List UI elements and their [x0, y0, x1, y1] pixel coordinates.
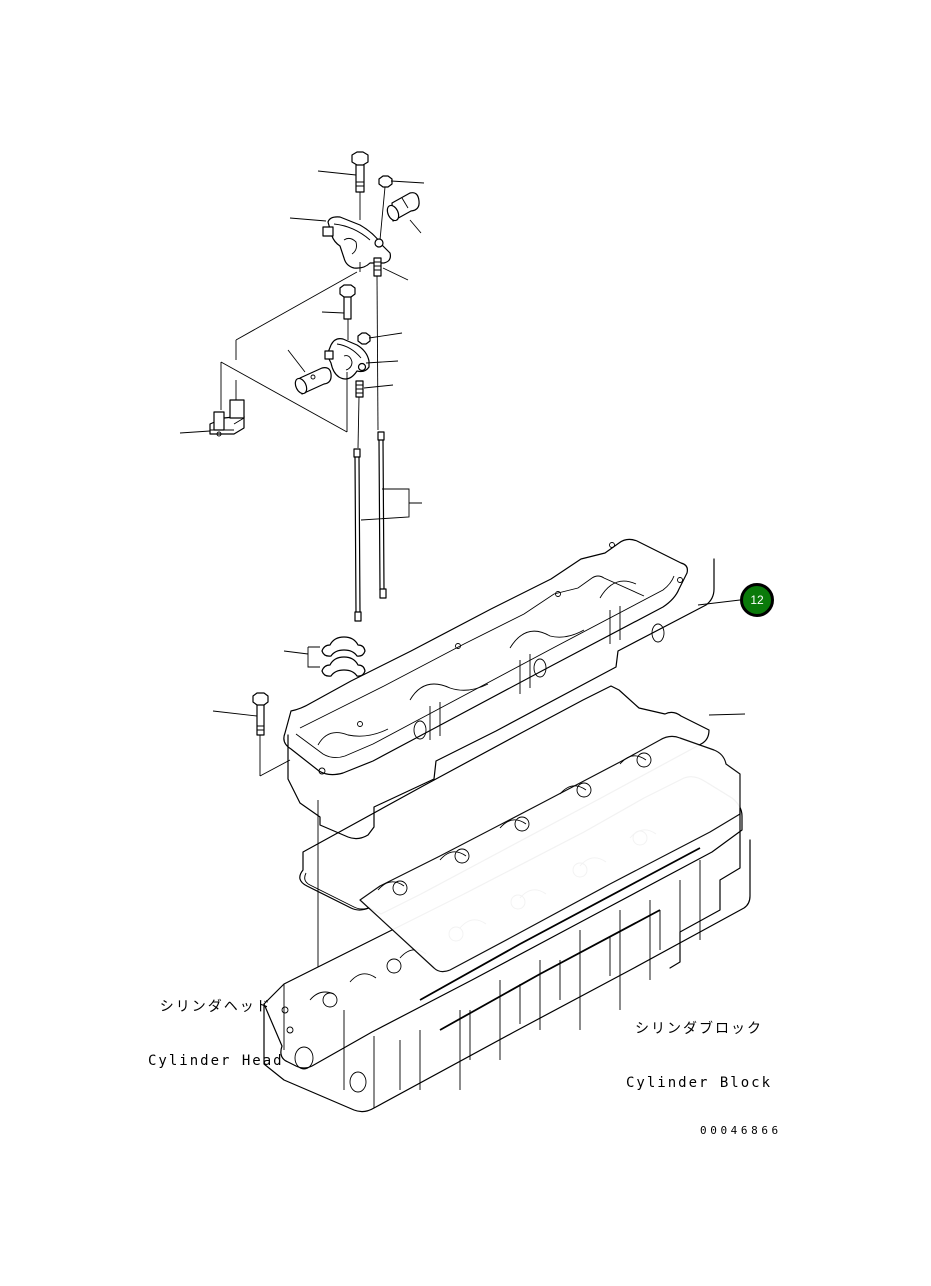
push-rods[interactable] — [353, 431, 387, 622]
cylinder-head-label: シリンダヘッド Cylinder Head — [148, 962, 284, 1088]
callout-12-number: 12 — [750, 593, 764, 607]
leader-nut-upper — [390, 180, 425, 184]
cylinder-block-label-jp: シリンダブロック — [635, 1021, 763, 1037]
leader-housing-bolt — [212, 710, 258, 717]
cylinder-head-label-en: Cylinder Head — [148, 1053, 284, 1069]
nut-upper[interactable] — [378, 175, 393, 241]
leader-bolt-middle — [321, 311, 345, 314]
leader-rocker-bracket — [179, 430, 211, 434]
leader-rocker-arm-lower — [365, 360, 399, 364]
leader-adjusting-screw-lower — [363, 384, 394, 389]
rocker-shaft-lower[interactable] — [293, 367, 332, 396]
leader-rocker-shaft-upper — [409, 219, 422, 234]
rocker-shaft-upper[interactable] — [385, 192, 420, 223]
catalog-number: 00046866 — [700, 1124, 782, 1137]
callout-12[interactable]: 12 — [740, 583, 774, 617]
leader-gasket — [708, 713, 746, 716]
cylinder-block-label: シリンダブロック Cylinder Block — [626, 984, 772, 1110]
leader-adjusting-screw-upper — [382, 267, 409, 281]
clamp-halves[interactable] — [321, 636, 366, 677]
rocker-arm-lower[interactable] — [324, 338, 370, 380]
bolt-upper[interactable] — [351, 151, 369, 220]
bolt-middle[interactable] — [339, 284, 356, 340]
cylinder-block-label-en: Cylinder Block — [626, 1075, 773, 1091]
leader-clamp-halves — [283, 646, 320, 668]
rocker-bracket[interactable] — [209, 399, 245, 437]
housing-bolt[interactable] — [252, 692, 269, 776]
adjusting-screw-upper[interactable] — [373, 257, 382, 431]
cylinder-block[interactable] — [359, 735, 741, 1090]
chain-line-2 — [235, 271, 358, 341]
nut-middle[interactable] — [357, 332, 371, 345]
cylinder-head-label-jp: シリンダヘッド — [159, 999, 272, 1015]
leader-callout-12 — [697, 599, 741, 606]
rocker-arm-upper[interactable] — [322, 216, 391, 269]
gasket[interactable] — [299, 685, 710, 915]
leader-bolt-upper — [317, 170, 357, 176]
leader-rocker-arm-upper — [289, 217, 327, 222]
leader-push-rods — [360, 488, 422, 521]
adjusting-screw-lower[interactable] — [355, 380, 364, 449]
chain-line-housing — [259, 759, 291, 777]
chain-line-4 — [220, 361, 348, 433]
leader-rocker-shaft-lower — [287, 349, 306, 373]
rocker-housing[interactable] — [283, 538, 715, 840]
leader-nut-middle — [368, 332, 403, 339]
